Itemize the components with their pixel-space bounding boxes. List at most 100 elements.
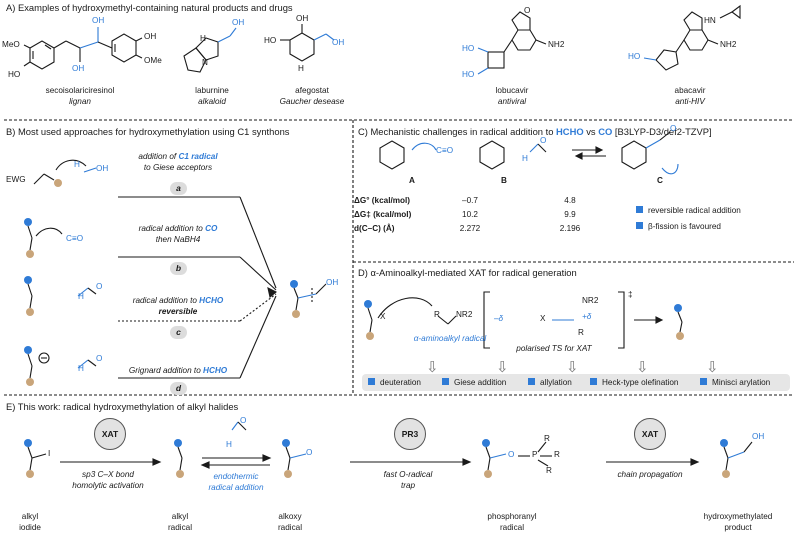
ho-label: HO bbox=[264, 36, 277, 45]
value-a: 2.272 bbox=[459, 224, 481, 233]
ddagger: ‡ bbox=[628, 290, 633, 299]
xat-badge: XAT bbox=[634, 418, 666, 450]
oh-label: OH bbox=[72, 64, 85, 73]
route-d-tag: d bbox=[170, 382, 187, 395]
h-label: H bbox=[78, 292, 84, 301]
step-label: fast O-radical bbox=[383, 470, 433, 479]
section-c-title: C) Mechanistic challenges in radical add… bbox=[358, 126, 712, 137]
secoisolariciresinol-structure bbox=[23, 27, 143, 70]
radical-label: α-aminoalkyl radical bbox=[413, 334, 487, 343]
ome-label: OMe bbox=[144, 56, 162, 65]
n-label: H bbox=[298, 64, 304, 73]
bullet-icon bbox=[528, 378, 535, 385]
bullet-icon bbox=[636, 206, 643, 213]
oh-label: OH bbox=[332, 38, 345, 47]
value-b: 4.8 bbox=[564, 196, 576, 205]
oh-label: OH bbox=[144, 32, 157, 41]
co-label: C≡O bbox=[66, 234, 84, 243]
row-label: d(C–C) (Å) bbox=[354, 224, 395, 233]
label-a: A bbox=[409, 176, 415, 185]
i-label: I bbox=[48, 449, 51, 458]
delta-plus: +δ bbox=[582, 312, 592, 321]
xat-badge: XAT bbox=[94, 418, 126, 450]
o-label: O bbox=[508, 450, 515, 459]
ts-label: polarised TS for XAT bbox=[516, 344, 592, 353]
x-label: X bbox=[540, 314, 546, 323]
arrow-down-icon: ⇩ bbox=[706, 359, 719, 376]
species-label: radical bbox=[499, 523, 525, 532]
route-a-label2: to Giese acceptors bbox=[143, 163, 213, 172]
h-label: H bbox=[200, 34, 206, 43]
bullet-icon bbox=[442, 378, 449, 385]
value-a: –0.7 bbox=[462, 196, 478, 205]
ho-label: HO bbox=[628, 52, 641, 61]
route-b-label2: then NaBH4 bbox=[155, 235, 201, 244]
section-a-title: A) Examples of hydroxymethyl-containing … bbox=[6, 2, 293, 13]
h-label: H bbox=[226, 440, 232, 449]
section-c-artwork bbox=[379, 131, 679, 175]
value-a: 10.2 bbox=[462, 210, 478, 219]
afegostat-structure bbox=[280, 24, 335, 62]
oh-label: OH bbox=[96, 164, 109, 173]
section-e-title: E) This work: radical hydroxymethylation… bbox=[6, 401, 239, 412]
application-item: deuteration bbox=[368, 378, 421, 387]
species-label: phosphoranyl bbox=[487, 512, 537, 521]
species-label: alkyl bbox=[21, 512, 39, 521]
application-item: allylation bbox=[528, 378, 572, 387]
o-label: O bbox=[540, 136, 547, 145]
co-label: C≡O bbox=[436, 146, 454, 155]
route-a-label: addition of C1 radical bbox=[138, 152, 218, 161]
route-c-label: radical addition to HCHO bbox=[132, 296, 224, 305]
nh2-label: NH2 bbox=[720, 40, 737, 49]
nr2-label: NR2 bbox=[582, 296, 599, 305]
lobucavir-structure bbox=[477, 11, 547, 75]
application-item: Minisci arylation bbox=[700, 378, 770, 387]
n-label: N bbox=[202, 58, 208, 67]
compound-name: afegostat bbox=[295, 86, 329, 95]
value-b: 9.9 bbox=[564, 210, 576, 219]
compound-name: lobucavir bbox=[495, 86, 529, 95]
oh-label: OH bbox=[296, 14, 309, 23]
o-label: O bbox=[240, 416, 247, 425]
bullet-icon bbox=[636, 222, 643, 229]
o-label: O bbox=[524, 6, 531, 15]
delta-minus: –δ bbox=[494, 314, 504, 323]
arrow-down-icon: ⇩ bbox=[426, 359, 439, 376]
o-label: O bbox=[96, 354, 103, 363]
abacavir-structure bbox=[643, 4, 741, 71]
compound-class: lignan bbox=[69, 97, 91, 106]
oh-label: OH bbox=[752, 432, 765, 441]
h-label: H bbox=[522, 154, 528, 163]
nr2-label: NR2 bbox=[456, 310, 473, 319]
label-c: C bbox=[657, 176, 663, 185]
h-label: H bbox=[78, 364, 84, 373]
section-b-artwork bbox=[24, 159, 327, 386]
ho-label: HO bbox=[462, 70, 475, 79]
species-label: product bbox=[724, 523, 752, 532]
p-label: P bbox=[532, 450, 538, 459]
route-d-label: Grignard addition to HCHO bbox=[128, 366, 228, 375]
r-label: R bbox=[544, 434, 550, 443]
row-label: ΔG‡ (kcal/mol) bbox=[354, 210, 412, 219]
bullet-icon bbox=[590, 378, 597, 385]
bullet-icon bbox=[700, 378, 707, 385]
application-item: Heck-type olefination bbox=[590, 378, 678, 387]
route-a-tag: a bbox=[170, 182, 187, 195]
compound-name: laburnine bbox=[195, 86, 229, 95]
species-label: iodide bbox=[19, 523, 41, 532]
oh-label: OH bbox=[232, 18, 245, 27]
label-b: B bbox=[501, 176, 507, 185]
compound-class: alkaloid bbox=[198, 97, 226, 106]
species-label: radical bbox=[277, 523, 303, 532]
application-item: Giese addition bbox=[442, 378, 506, 387]
nh2-label: NH2 bbox=[548, 40, 565, 49]
o-label: O bbox=[670, 124, 677, 133]
ho-label: HO bbox=[8, 70, 21, 79]
meo-label: MeO bbox=[2, 40, 20, 49]
hn-label: HN bbox=[704, 16, 716, 25]
compound-name: abacavir bbox=[674, 86, 706, 95]
species-label: alkyl bbox=[171, 512, 189, 521]
section-d-title: D) α-Aminoalkyl-mediated XAT for radical… bbox=[358, 267, 577, 278]
arrow-down-icon: ⇩ bbox=[566, 359, 579, 376]
